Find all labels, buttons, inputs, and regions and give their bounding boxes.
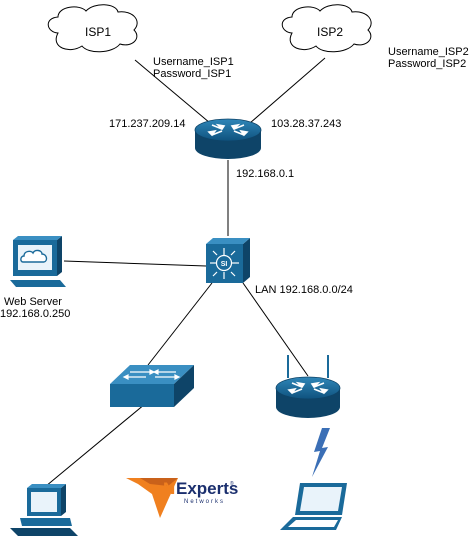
isp2-label: ISP2 (317, 25, 343, 39)
nexperts-logo: N Experts ® Networks (126, 478, 238, 518)
keyboard-icon (10, 528, 78, 536)
router-arrows-icon (207, 123, 249, 137)
pc-bezel-side (61, 484, 66, 516)
isp1-username: Username_ISP1 (153, 56, 234, 68)
wireless-link-icon (312, 428, 330, 477)
cloud-icon (20, 249, 48, 263)
router-wan1-ip: 171.237.209.14 (109, 118, 185, 130)
isp2-cloud: ISP2 (281, 4, 372, 53)
l2-switch-front (110, 384, 174, 407)
logo-registered: ® (230, 480, 234, 487)
logo-swoosh-dark (140, 478, 178, 486)
core-switch-side (243, 238, 250, 283)
core-switch: SI (206, 238, 250, 283)
router-wan2-ip: 103.28.37.243 (271, 118, 341, 130)
l2-switch-side (174, 365, 194, 407)
lan-subnet-label: LAN 192.168.0.0/24 (255, 284, 353, 296)
web-server-bezel-side (57, 236, 62, 276)
isp2-password: Password_ISP2 (388, 58, 466, 70)
laptop-keys (288, 520, 338, 527)
l2-arrows-icon (122, 369, 181, 380)
switch-arrows-icon (210, 248, 239, 279)
isp2-credentials: Username_ISP2 Password_ISP2 (388, 46, 469, 70)
link-webserver-switch (63, 260, 207, 267)
web-server-base (10, 280, 66, 287)
web-server-ip: 192.168.0.250 (0, 308, 70, 320)
web-server (10, 236, 66, 287)
logo-brand-rest: Experts (176, 479, 238, 498)
connections (39, 57, 326, 492)
wireless-router (275, 355, 341, 418)
logo-swoosh (126, 478, 178, 518)
router (194, 118, 262, 159)
switch-si-circle (215, 254, 233, 272)
core-switch-top (206, 238, 250, 244)
pc-screen (31, 492, 57, 512)
pc-bezel-top (27, 484, 66, 488)
web-server-bezel-top (13, 236, 62, 240)
laptop-screen (300, 487, 342, 511)
logo-tagline: Networks (184, 499, 225, 505)
router-lan-ip: 192.168.0.1 (236, 168, 294, 180)
isp2-username: Username_ISP2 (388, 46, 469, 58)
cloud-icon (281, 4, 372, 53)
router-arrows-icon (287, 381, 329, 395)
link-isp2-router (249, 57, 326, 124)
laptop (280, 483, 347, 530)
isp1-cloud: ISP1 (47, 4, 138, 53)
logo-brand-n: N (163, 479, 175, 498)
desktop-pc (10, 484, 78, 536)
link-isp1-router (134, 59, 211, 124)
web-server-name: Web Server (4, 296, 62, 308)
wireless-router-top (275, 376, 341, 400)
link-switch-wifi (242, 282, 309, 377)
l2-switch-top (110, 365, 194, 384)
isp1-label: ISP1 (85, 25, 111, 39)
link-switch-l2switch (147, 282, 213, 366)
switch-si-label: SI (221, 261, 228, 268)
isp1-password: Password_ISP1 (153, 68, 231, 80)
link-l2switch-pc (39, 403, 146, 492)
isp1-credentials: Username_ISP1 Password_ISP1 (153, 56, 234, 80)
l2-switch (110, 365, 194, 407)
router-top (194, 118, 262, 142)
cloud-icon (47, 4, 138, 53)
pc-base (20, 518, 72, 526)
